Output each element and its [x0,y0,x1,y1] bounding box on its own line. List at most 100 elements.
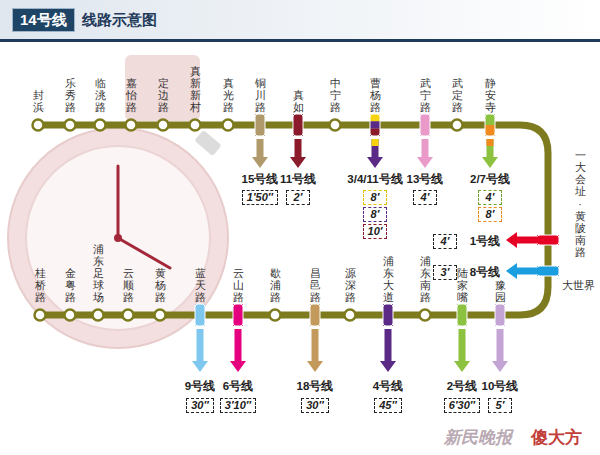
station-dot [65,120,76,131]
node-text: 8′ [371,208,380,220]
station-name: 豫园 [495,279,506,303]
node-text: 4′ [441,235,450,247]
transfer-marker-outline [420,114,430,136]
transfer-line-name: 15号线 [242,172,279,187]
station-dot [95,120,106,131]
node-text: 8′ [486,208,495,220]
metro-track [38,125,548,315]
node-text: 3′10″ [225,399,251,411]
station-name: 源深路 [345,267,356,303]
station-name: 定边路 [158,77,169,113]
station-name: 嘉怡路 [126,77,137,113]
station-name: 蓝天路 [195,267,206,303]
station-name: 浦东足球场 [93,243,104,303]
station-name: 云山路 [233,267,244,303]
station-dot [33,120,44,131]
watermark: 新民晚报 [444,426,512,449]
transfer-marker [537,266,559,276]
diagram-title: 线路示意图 [82,11,157,30]
transfer-marker [420,114,430,136]
station-dot [270,310,281,321]
station-dot [126,120,137,131]
transfer-marker [370,121,380,128]
transfer-marker [495,304,505,326]
node-text: 14号线 [20,11,67,28]
station-dot [158,120,169,131]
station-name: 封浜 [33,89,44,113]
station-name: 大世界 [562,278,595,293]
transfer-marker-outline [195,304,205,326]
clock-pivot [114,234,122,242]
watermark: 傻大方 [531,426,582,449]
node-text: 5′ [496,399,505,411]
line-number-box: 14号线 [12,8,75,32]
clock-hand [117,166,120,238]
transfer-time-box: 3′ [433,265,457,280]
node-text: 1′50″ [247,191,273,203]
transfer-time-box: 45″ [374,398,402,413]
station-name: 真光路 [223,77,234,113]
transfer-time-box: 4′ [433,234,457,249]
transfer-time-box: 4′ [413,190,437,205]
station-name: 曹杨路 [370,77,381,113]
transfer-line-name: 4号线 [373,379,403,394]
transfer-marker [195,304,205,326]
stopwatch-illustration [8,55,228,348]
transfer-marker [233,304,243,326]
transfer-marker [485,114,495,125]
transfer-marker-outline [233,304,243,326]
station-name: 静安寺 [485,77,496,113]
transfer-marker-outline [537,266,559,276]
station-dot [123,310,134,321]
transfer-time-box: 8′ [478,207,502,222]
transfer-marker-outline [310,304,320,326]
transfer-line-name: 3/4/11号线 [347,172,402,187]
transfer-line-name: 6号线 [223,379,253,394]
transfer-time-box: 8′ [363,207,387,222]
node-text: 45″ [379,399,397,411]
station-markers [33,114,560,326]
station-dot [65,310,76,321]
transfer-marker [370,129,380,136]
transfer-arrows [192,139,538,372]
station-name: 乐秀路 [65,77,76,113]
transfer-time-box: 6′30″ [444,398,480,413]
transfer-marker-outline [255,114,265,136]
header-band [0,0,600,40]
transfer-line-name: 10号线 [482,379,519,394]
node-text: 30″ [306,399,324,411]
transfer-marker [457,304,467,326]
transfer-time-box: 30″ [301,398,329,413]
station-dot [93,310,104,321]
transfer-time-box: 5′ [488,398,512,413]
transfer-line-name: 18号线 [297,379,334,394]
transfer-arrow [367,139,383,168]
transfer-marker-outline [293,114,303,136]
station-name: 云顺路 [123,267,134,303]
node-text: 2′ [294,191,303,203]
header-rule [0,39,600,42]
transfer-marker [370,114,380,121]
station-name: 昌邑路 [310,267,321,303]
transfer-line-name: 13号线 [407,172,444,187]
transfer-marker-outline [495,304,505,326]
station-name: 桂桥路 [35,267,46,303]
transfer-arrow [506,232,538,248]
transfer-arrow [307,329,323,372]
station-name: 中宁路 [330,77,341,113]
station-name: 铜川路 [255,77,266,113]
station-name: 浦东大道 [383,255,394,303]
transfer-arrow-cap [372,139,379,146]
transfer-marker [383,304,393,326]
station-name: 浦东南路 [420,255,431,303]
transfer-arrow [290,139,306,168]
clock-hand [118,238,170,268]
transfer-arrow-cap [487,139,494,146]
node-text: 10′ [368,225,383,237]
station-dot [345,310,356,321]
transfer-arrow [380,329,396,372]
transfer-marker [293,114,303,136]
transfer-line-name: 2/7号线 [470,172,510,187]
station-name: 武定路 [452,77,463,113]
